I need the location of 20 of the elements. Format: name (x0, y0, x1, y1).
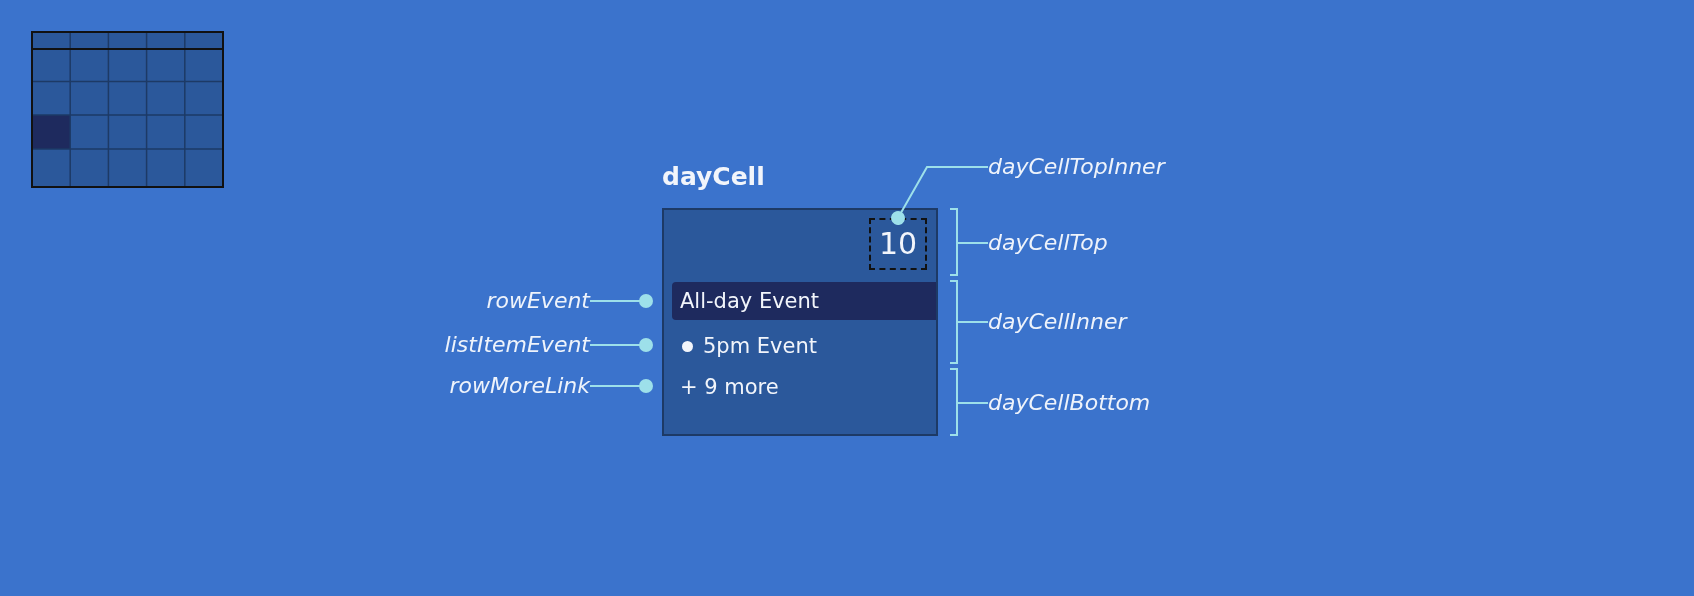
part-label: dayCellTopInner (988, 152, 1218, 182)
part-label: dayCellInner (988, 307, 1218, 337)
leader-line (956, 402, 989, 404)
leader-line (956, 242, 989, 244)
more-link: + 9 more (672, 372, 892, 402)
cell-title: dayCell (662, 161, 765, 193)
event-bar (672, 282, 936, 320)
part-label: dayCellBottom (988, 388, 1218, 418)
part-label: rowMoreLink (380, 371, 590, 401)
part-label: dayCellTop (988, 228, 1218, 258)
leader-line (589, 294, 653, 308)
leader-line (956, 321, 989, 323)
event-title: All-day Event (680, 288, 820, 315)
leader-line (589, 379, 653, 393)
leader-line (589, 338, 653, 352)
part-label: rowEvent (380, 286, 590, 316)
day-number: 10 (869, 218, 927, 270)
leader-line (891, 166, 989, 225)
part-label: listItemEvent (380, 330, 590, 360)
event-title: 5pm Event (703, 333, 817, 360)
